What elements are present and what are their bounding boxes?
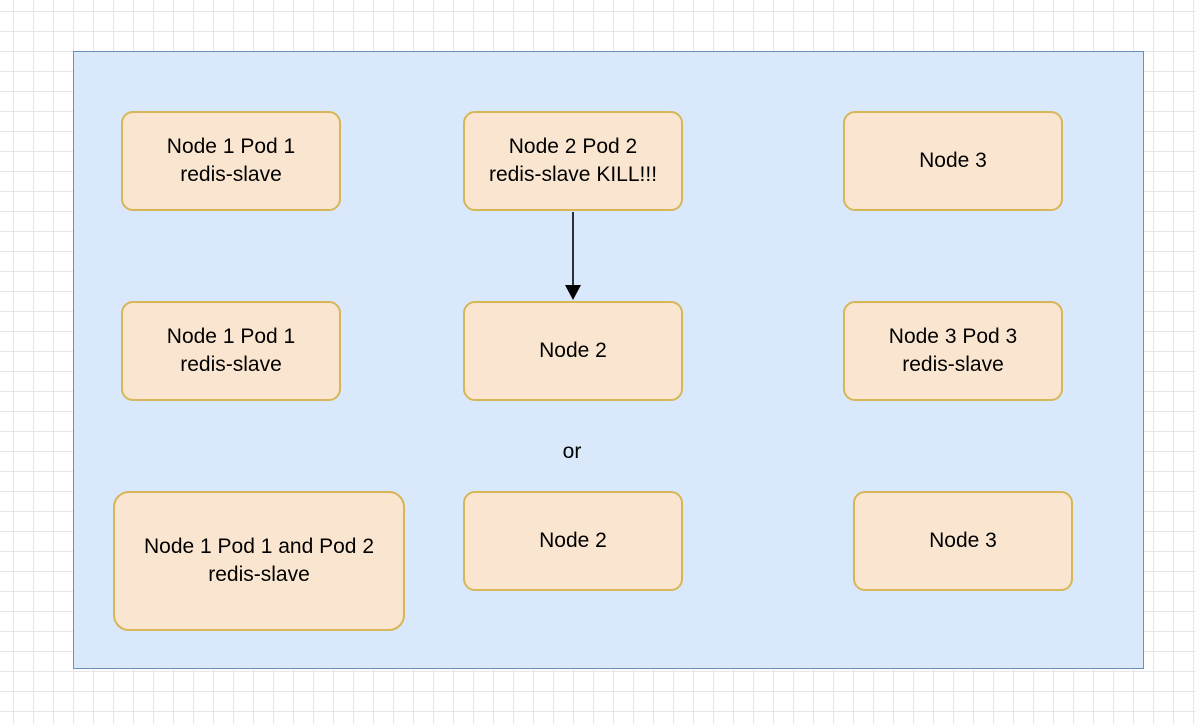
node-label: Node 1 Pod 1 redis-slave	[166, 325, 296, 376]
node-box-r3-node2[interactable]: Node 2	[463, 491, 683, 591]
node-label: Node 2	[539, 529, 607, 552]
node-label: Node 2 Pod 2 redis-slave KILL!!!	[488, 135, 658, 186]
node-label: Node 2	[539, 339, 607, 362]
node-box-r2-node2[interactable]: Node 2	[463, 301, 683, 401]
node-label: Node 3	[929, 529, 997, 552]
node-box-r1-node1[interactable]: Node 1 Pod 1 redis-slave	[121, 111, 341, 211]
node-box-r1-node2[interactable]: Node 2 Pod 2 redis-slave KILL!!!	[463, 111, 683, 211]
node-box-r2-node3[interactable]: Node 3 Pod 3 redis-slave	[843, 301, 1063, 401]
or-separator-label: or	[562, 440, 582, 463]
node-box-r2-node1[interactable]: Node 1 Pod 1 redis-slave	[121, 301, 341, 401]
node-box-r1-node3[interactable]: Node 3	[843, 111, 1063, 211]
node-box-r3-node3[interactable]: Node 3	[853, 491, 1073, 591]
node-label: Node 1 Pod 1 redis-slave	[166, 135, 296, 186]
node-box-r3-node1[interactable]: Node 1 Pod 1 and Pod 2 redis-slave	[113, 491, 405, 631]
node-label: Node 1 Pod 1 and Pod 2 redis-slave	[143, 535, 374, 586]
node-label: Node 3	[919, 149, 987, 172]
node-label: Node 3 Pod 3 redis-slave	[888, 325, 1018, 376]
